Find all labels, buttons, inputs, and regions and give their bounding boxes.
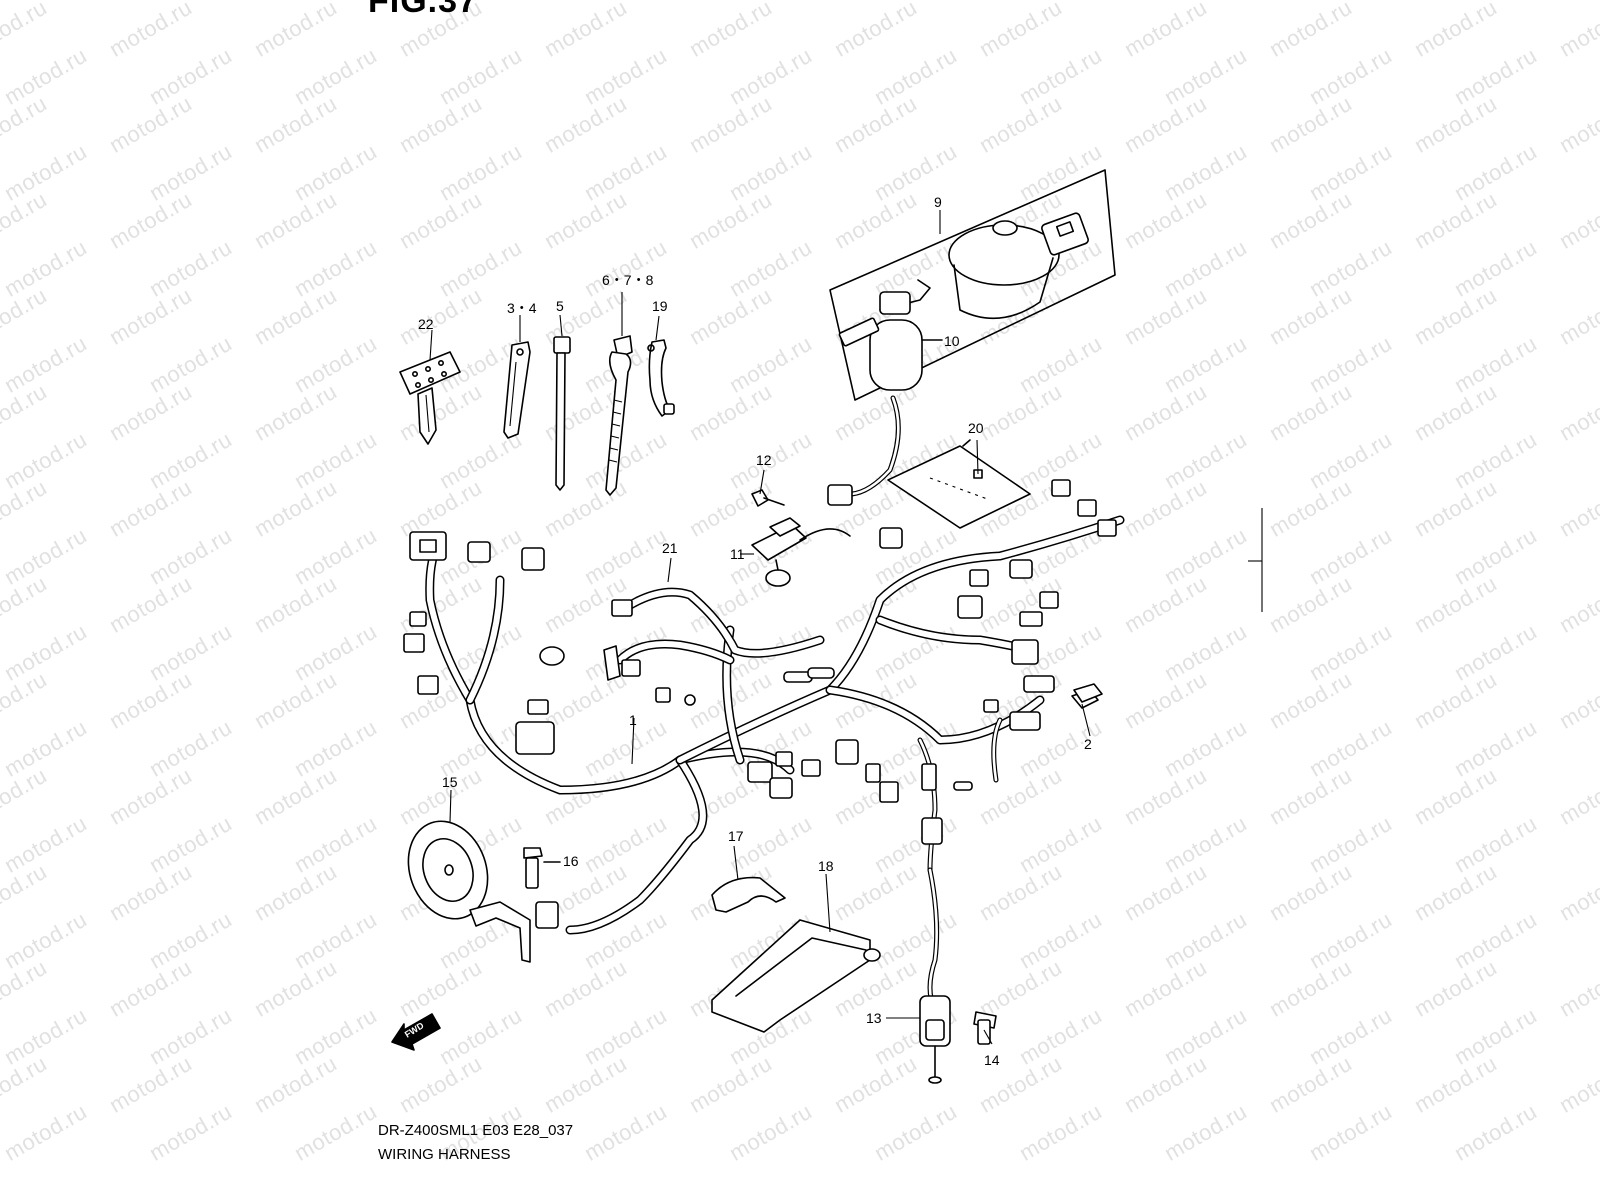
- part-14-bolt: [973, 1011, 997, 1045]
- part-21-sub-harness: [615, 587, 825, 665]
- part-3-4-clamp: [503, 341, 531, 439]
- part-2-fuse: [1073, 683, 1103, 703]
- callout-16: 16: [563, 853, 579, 869]
- callout-17: 17: [728, 828, 744, 844]
- callout-9: 9: [934, 194, 942, 210]
- callout-11: 11: [730, 546, 745, 562]
- part-5-cable-tie: [553, 336, 571, 491]
- callout-2: 2: [1084, 736, 1092, 752]
- part-18-bracket: [711, 919, 881, 1033]
- harness-connectors: [403, 479, 1117, 929]
- fwd-arrow: [391, 1013, 441, 1051]
- callout-20: 20: [968, 420, 984, 436]
- callout-6-7-8: 6・7・8: [602, 272, 654, 288]
- part-17-cover: [711, 876, 786, 913]
- callout-leaders: [429, 210, 1091, 1045]
- part-9-ignition-lock-set: [829, 169, 1116, 401]
- part-15-horn: [407, 820, 531, 963]
- diagram-title: WIRING HARNESS: [378, 1146, 511, 1163]
- callout-10: 10: [944, 333, 960, 349]
- callout-19: 19: [652, 298, 668, 314]
- part-6-7-8-tie-clamp: [605, 335, 633, 496]
- figure-heading: FIG.37: [368, 0, 478, 20]
- callout-14: 14: [984, 1052, 1000, 1068]
- part-19-clamp: [647, 339, 675, 417]
- callout-5: 5: [556, 298, 564, 314]
- callout-21: 21: [662, 540, 678, 556]
- callout-13: 13: [866, 1010, 882, 1026]
- model-code: DR-Z400SML1 E03 E28_037: [378, 1122, 574, 1139]
- part-16-bolt: [523, 847, 561, 889]
- callout-18: 18: [818, 858, 834, 874]
- part-1-wiring-harness: [425, 515, 1125, 935]
- callout-3-4: 3・4: [507, 300, 537, 316]
- part-11-switch: [751, 517, 851, 587]
- part-22-key-blank: [399, 351, 461, 445]
- part-12-screw: [751, 489, 785, 507]
- callout-12: 12: [756, 452, 772, 468]
- callout-22: 22: [418, 316, 434, 332]
- part-13-sensor: [919, 995, 951, 1084]
- callout-1: 1: [629, 712, 637, 728]
- part-10-ignition-switch: [838, 279, 943, 391]
- part-20-label: [887, 439, 1031, 529]
- callout-15: 15: [442, 774, 458, 790]
